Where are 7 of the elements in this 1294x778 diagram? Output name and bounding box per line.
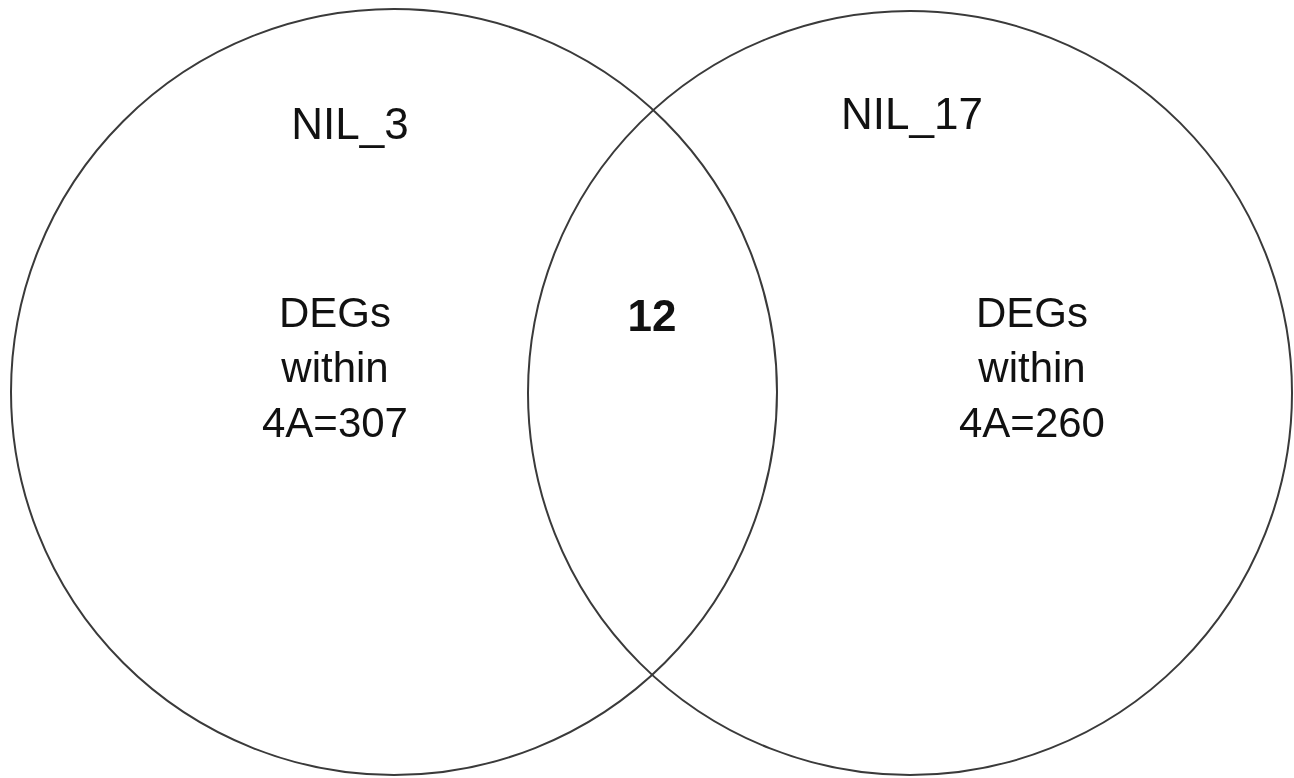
set-label: NIL_3 [291,99,409,149]
set-label: NIL_17 [841,89,983,139]
venn-circle [10,8,778,776]
venn-circle [527,10,1293,776]
count-text: DEGs within 4A=307 [261,287,409,448]
count-text: DEGs within 4A=260 [958,287,1106,448]
overlap-count: 12 [627,291,677,341]
